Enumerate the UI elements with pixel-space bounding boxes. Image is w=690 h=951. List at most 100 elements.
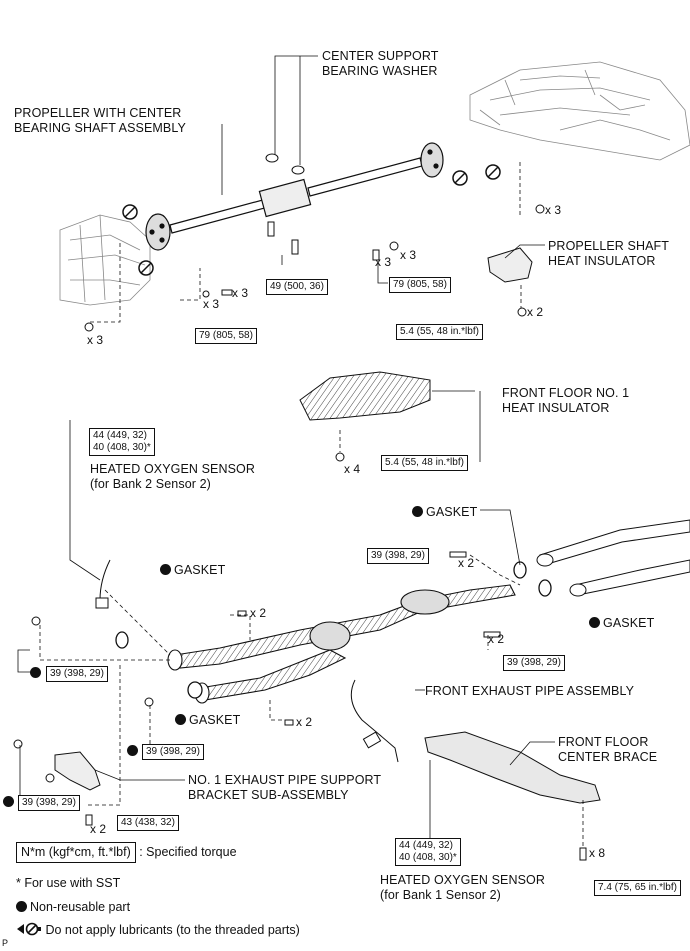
label-line: HEATED OXYGEN SENSOR xyxy=(90,462,255,476)
qty-text: x 2 xyxy=(90,822,107,836)
torque-7-4: 7.4 (75, 65 in.*lbf) xyxy=(594,880,681,896)
front-floor-brace-label: FRONT FLOOR CENTER BRACE xyxy=(558,735,657,765)
qty-x2: x 2 xyxy=(527,305,544,319)
label-line: CENTER BRACE xyxy=(558,750,658,764)
propeller-shaft xyxy=(145,142,444,251)
gasket-top-right-label: GASKET xyxy=(412,505,477,520)
qty-x3-washer: x 3 xyxy=(203,297,219,311)
engine-silhouette xyxy=(469,61,690,161)
torque-39-a: 39 (398, 29) xyxy=(367,548,429,564)
heated-o2-bank1-label: HEATED OXYGEN SENSOR (for Bank 1 Sensor … xyxy=(380,873,545,903)
qty-x3: x 3 xyxy=(545,203,562,217)
non-reusable-dot xyxy=(3,796,14,807)
gasket-shapes xyxy=(115,561,552,699)
label-line: PROPELLER SHAFT xyxy=(548,239,669,253)
center-brace-shape xyxy=(424,731,601,804)
label-text: GASKET xyxy=(603,616,655,630)
label-line: FRONT FLOOR xyxy=(558,735,649,749)
non-reusable-dot xyxy=(127,745,138,756)
torque-line: 40 (408, 30)* xyxy=(93,442,151,453)
gasket-left-label: GASKET xyxy=(160,563,225,578)
torque-43: 43 (438, 32) xyxy=(117,815,179,831)
qty-x8: x 8 xyxy=(589,846,606,860)
propeller-heat-insulator-label: PROPELLER SHAFT HEAT INSULATOR xyxy=(548,239,669,269)
torque-unit-legend: N*m (kgf*cm, ft.*lbf) : Specified torque xyxy=(16,842,237,863)
torque-39-e: 39 (398, 29) xyxy=(18,795,80,811)
torque-39-d-wrap xyxy=(127,744,141,759)
center-support-washer-label: CENTER SUPPORT BEARING WASHER xyxy=(322,49,438,79)
qty-x3: x 3 xyxy=(375,255,392,269)
torque-39-c: 39 (398, 29) xyxy=(46,666,108,682)
non-reusable-dot xyxy=(589,617,600,628)
no-lubricant-icon xyxy=(17,922,41,936)
torque-49: 49 (500, 36) xyxy=(266,279,328,295)
non-reusable-dot xyxy=(30,667,41,678)
label-line: HEAT INSULATOR xyxy=(502,401,610,415)
torque-5-4-a: 5.4 (55, 48 in.*lbf) xyxy=(396,324,483,340)
non-reusable-dot xyxy=(160,564,171,575)
non-reusable-legend: Non-reusable part xyxy=(16,900,130,915)
exhaust-bracket-label: NO. 1 EXHAUST PIPE SUPPORT BRACKET SUB-A… xyxy=(188,773,381,803)
rear-pipe-shape xyxy=(536,519,690,597)
bracket-shape xyxy=(54,751,101,791)
torque-39-c-wrap xyxy=(30,666,44,681)
label-line: PROPELLER WITH CENTER xyxy=(14,106,182,120)
label-line: HEAT INSULATOR xyxy=(548,254,656,268)
non-reusable-dot xyxy=(175,714,186,725)
qty-x2: x 2 xyxy=(488,632,505,646)
floor-heat-insulator-shape xyxy=(299,371,431,421)
torque-line: 40 (408, 30)* xyxy=(399,852,457,863)
torque-o2-bank1: 44 (449, 32) 40 (408, 30)* xyxy=(395,838,461,866)
propeller-assembly-label: PROPELLER WITH CENTER BEARING SHAFT ASSE… xyxy=(14,106,186,136)
center-support-bolts xyxy=(267,221,299,255)
qty-x3: x 3 xyxy=(87,333,104,347)
sst-note: * For use with SST xyxy=(16,876,121,890)
torque-39-e-wrap xyxy=(3,795,17,810)
bearing-washers xyxy=(265,153,305,175)
no-lubricant-legend: Do not apply lubricants (to the threaded… xyxy=(16,922,300,938)
label-text: GASKET xyxy=(174,563,226,577)
dashed-lines xyxy=(39,160,584,848)
torque-79-right: 79 (805, 58) xyxy=(389,277,451,293)
floor-heat-insulator-label: FRONT FLOOR NO. 1 HEAT INSULATOR xyxy=(502,386,629,416)
qty-x2: x 2 xyxy=(296,715,313,729)
unit-box: N*m (kgf*cm, ft.*lbf) xyxy=(16,842,136,863)
label-line: (for Bank 2 Sensor 2) xyxy=(90,477,211,491)
corner-mark: P xyxy=(2,938,9,948)
torque-5-4-b: 5.4 (55, 48 in.*lbf) xyxy=(381,455,468,471)
propeller-heat-insulator-shape xyxy=(487,247,533,283)
qty-x4: x 4 xyxy=(344,462,361,476)
qty-x2: x 2 xyxy=(250,606,267,620)
qty-x2: x 2 xyxy=(458,556,475,570)
label-text: FRONT EXHAUST PIPE ASSEMBLY xyxy=(425,684,635,698)
torque-o2-bank2: 44 (449, 32) 40 (408, 30)* xyxy=(89,428,155,456)
label-line: FRONT FLOOR NO. 1 xyxy=(502,386,630,400)
legend-text: Non-reusable part xyxy=(30,900,131,914)
qty-x3: x 3 xyxy=(400,248,417,262)
torque-39-d: 39 (398, 29) xyxy=(142,744,204,760)
torque-line: 44 (449, 32) xyxy=(93,430,147,441)
label-line: NO. 1 EXHAUST PIPE SUPPORT xyxy=(188,773,382,787)
label-text: GASKET xyxy=(426,505,478,519)
transmission-silhouette xyxy=(59,214,151,306)
label-line: BRACKET SUB-ASSEMBLY xyxy=(188,788,349,802)
qty-text: x 3 xyxy=(203,297,220,311)
legend-text: Do not apply lubricants (to the threaded… xyxy=(45,923,300,937)
label-line: (for Bank 1 Sensor 2) xyxy=(380,888,501,902)
qty-x2-bracket: x 2 xyxy=(90,822,106,836)
non-reusable-dot xyxy=(412,506,423,517)
no-lubricant-markers xyxy=(122,164,501,276)
o2-sensor-shapes xyxy=(95,559,399,763)
label-line: BEARING WASHER xyxy=(322,64,438,78)
front-exhaust-pipe-label: FRONT EXHAUST PIPE ASSEMBLY xyxy=(425,684,634,699)
exhaust-pipe-shape xyxy=(167,584,516,704)
label-line: HEATED OXYGEN SENSOR xyxy=(380,873,545,887)
label-line: BEARING SHAFT ASSEMBLY xyxy=(14,121,186,135)
torque-line: 44 (449, 32) xyxy=(399,840,453,851)
heated-o2-bank2-label: HEATED OXYGEN SENSOR (for Bank 2 Sensor … xyxy=(90,462,255,492)
qty-x3: x 3 xyxy=(232,286,249,300)
gasket-center-label: GASKET xyxy=(175,713,240,728)
label-text: GASKET xyxy=(189,713,241,727)
label-line: CENTER SUPPORT xyxy=(322,49,439,63)
